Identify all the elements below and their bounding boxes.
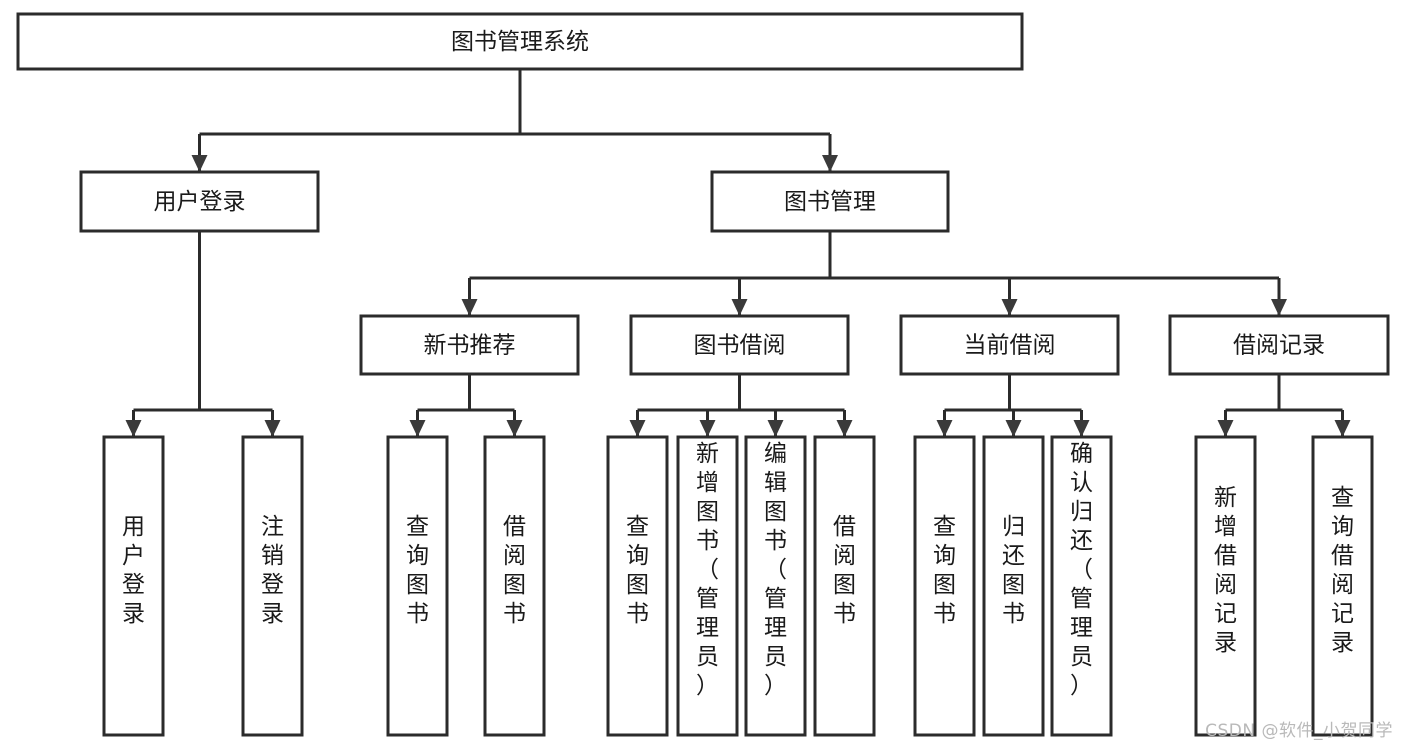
node-box: [676, 435, 739, 737]
node-box: [483, 435, 546, 737]
node-label: 确认归还（管理员）: [1070, 441, 1093, 699]
node-label: 新书推荐: [424, 333, 516, 359]
arrow-head-icon: [1073, 420, 1090, 437]
node-box: [1194, 435, 1257, 737]
arrow-head-icon: [836, 420, 853, 437]
node-label: 注销登录: [261, 514, 284, 627]
arrow-head-icon: [125, 420, 142, 437]
node-box: [241, 435, 304, 737]
node-leaf-borrow-book-rec[interactable]: 借阅图书: [483, 435, 546, 737]
arrow-head-icon: [822, 155, 838, 172]
node-box: [982, 435, 1045, 737]
node-box: [629, 314, 850, 376]
node-label: 查询图书: [933, 514, 956, 627]
arrow-head-icon: [506, 420, 523, 437]
arrow-head-icon: [1217, 420, 1234, 437]
arrow-head-icon: [699, 420, 716, 437]
arrow-head-icon: [936, 420, 953, 437]
node-box: [744, 435, 807, 737]
arrow-head-icon: [629, 420, 646, 437]
node-box: [1311, 435, 1374, 737]
node-leaf-borrow-book[interactable]: 借阅图书: [813, 435, 876, 737]
node-book-borrow[interactable]: 图书借阅: [629, 314, 850, 376]
node-label: 图书借阅: [694, 333, 786, 359]
node-label: 查询图书: [406, 514, 429, 627]
node-user-login[interactable]: 用户登录: [79, 170, 320, 233]
node-box: [1168, 314, 1390, 376]
node-label: 新增图书（管理员）: [696, 441, 719, 699]
node-leaf-add-borrow-record[interactable]: 新增借阅记录: [1194, 435, 1257, 737]
node-label: 借阅图书: [503, 514, 526, 627]
node-label: 借阅记录: [1233, 333, 1325, 359]
node-label: 借阅图书: [833, 514, 856, 627]
node-label: 归还图书: [1002, 514, 1025, 627]
node-label: 查询图书: [626, 514, 649, 627]
node-leaf-query-borrow-record[interactable]: 查询借阅记录: [1311, 435, 1374, 737]
node-leaf-user-logout[interactable]: 注销登录: [241, 435, 304, 737]
node-box: [102, 435, 165, 737]
node-book-management[interactable]: 图书管理: [710, 170, 950, 233]
node-box: [813, 435, 876, 737]
arrow-head-icon: [1005, 420, 1022, 437]
node-box: [606, 435, 669, 737]
node-current-borrow[interactable]: 当前借阅: [899, 314, 1120, 376]
node-label: 用户登录: [122, 514, 145, 627]
node-label: 用户登录: [154, 189, 246, 215]
node-label: 图书管理系统: [451, 29, 589, 55]
node-box: [79, 170, 320, 233]
node-box: [16, 12, 1024, 71]
arrow-head-icon: [731, 299, 748, 316]
node-borrow-records[interactable]: 借阅记录: [1168, 314, 1390, 376]
arrow-head-icon: [1001, 299, 1018, 316]
node-leaf-query-book-current[interactable]: 查询图书: [913, 435, 976, 737]
node-leaf-query-book-rec[interactable]: 查询图书: [386, 435, 449, 737]
node-leaf-user-login[interactable]: 用户登录: [102, 435, 165, 737]
node-label: 查询借阅记录: [1331, 485, 1354, 656]
node-box: [710, 170, 950, 233]
connector-layer: [125, 69, 1351, 437]
node-label: 新增借阅记录: [1214, 485, 1237, 656]
arrow-head-icon: [1271, 299, 1287, 316]
node-leaf-return-book[interactable]: 归还图书: [982, 435, 1045, 737]
node-leaf-query-book-borrow[interactable]: 查询图书: [606, 435, 669, 737]
arrow-head-icon: [767, 420, 784, 437]
node-leaf-edit-book-admin[interactable]: 编辑图书（管理员）: [744, 435, 807, 737]
node-new-book-recommend[interactable]: 新书推荐: [359, 314, 580, 376]
node-label: 编辑图书（管理员）: [764, 441, 787, 699]
node-box: [1050, 435, 1113, 737]
node-box: [899, 314, 1120, 376]
node-leaf-add-book-admin[interactable]: 新增图书（管理员）: [676, 435, 739, 737]
node-label: 图书管理: [784, 189, 876, 215]
node-label: 当前借阅: [964, 333, 1056, 359]
node-box: [913, 435, 976, 737]
arrow-head-icon: [409, 420, 426, 437]
node-box: [359, 314, 580, 376]
node-root[interactable]: 图书管理系统: [16, 12, 1024, 71]
arrow-head-icon: [191, 155, 208, 172]
arrow-head-icon: [264, 420, 281, 437]
arrow-head-icon: [461, 299, 478, 316]
node-box: [386, 435, 449, 737]
arrow-head-icon: [1334, 420, 1351, 437]
node-leaf-confirm-return-admin[interactable]: 确认归还（管理员）: [1050, 435, 1113, 737]
node-layer: 图书管理系统用户登录图书管理新书推荐图书借阅当前借阅借阅记录用户登录注销登录查询…: [16, 12, 1390, 737]
